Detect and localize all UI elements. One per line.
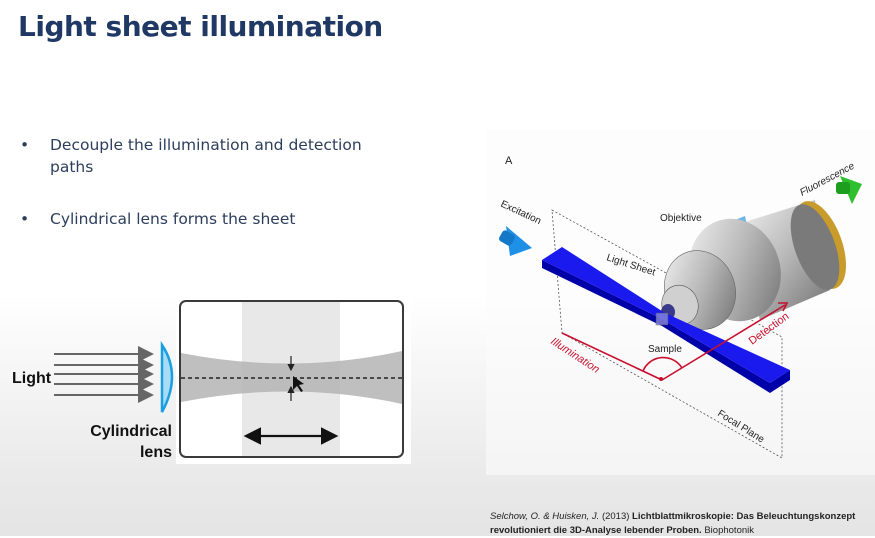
axes — [561, 302, 789, 381]
bullet-marker: • — [20, 210, 30, 228]
light-rays — [54, 346, 154, 403]
citation-title-line1: Lichtblattmikroskopie: Das Beleuchtungsk… — [632, 511, 856, 522]
bullet-text: Decouple the illumination and detection … — [50, 136, 362, 176]
panel-letter: A — [505, 155, 513, 167]
light-sheet-beam — [181, 351, 402, 404]
light-sheet-microscope-diagram: A — [486, 130, 875, 475]
sample-label: Sample — [648, 344, 682, 355]
cylindrical-lens-icon — [160, 340, 174, 413]
focal-plane — [551, 209, 783, 459]
sample-icon — [655, 312, 669, 326]
bullet-item: • Cylindrical lens forms the sheet — [20, 208, 400, 230]
objective-lens-icon — [661, 200, 846, 330]
bullet-marker: • — [20, 136, 30, 154]
lens-label-line1: Cylindrical — [90, 423, 172, 440]
citation: Selchow, O. & Huisken, J. (2013) Lichtbl… — [490, 510, 855, 538]
mouse-cursor-icon — [293, 376, 304, 392]
citation-journal: Biophotonik — [704, 525, 754, 536]
citation-authors: Selchow, O. & Huisken, J. — [490, 511, 600, 522]
light-label: Light — [12, 370, 52, 387]
slide-title: Light sheet illumination — [18, 10, 383, 43]
bullet-list: • Decouple the illumination and detectio… — [20, 134, 400, 260]
sample-chamber — [179, 300, 404, 458]
fluorescence-arrow-icon — [836, 176, 862, 204]
objective-label: Objektive — [660, 213, 702, 224]
bullet-text: Cylindrical lens forms the sheet — [50, 210, 296, 228]
bullet-item: • Decouple the illumination and detectio… — [20, 134, 400, 178]
citation-year: (2013) — [601, 511, 630, 522]
citation-title-line2: revolutioniert die 3D-Analyse lebender P… — [490, 525, 702, 536]
lens-label-line2: lens — [140, 444, 172, 461]
excitation-arrow-icon — [499, 226, 532, 256]
